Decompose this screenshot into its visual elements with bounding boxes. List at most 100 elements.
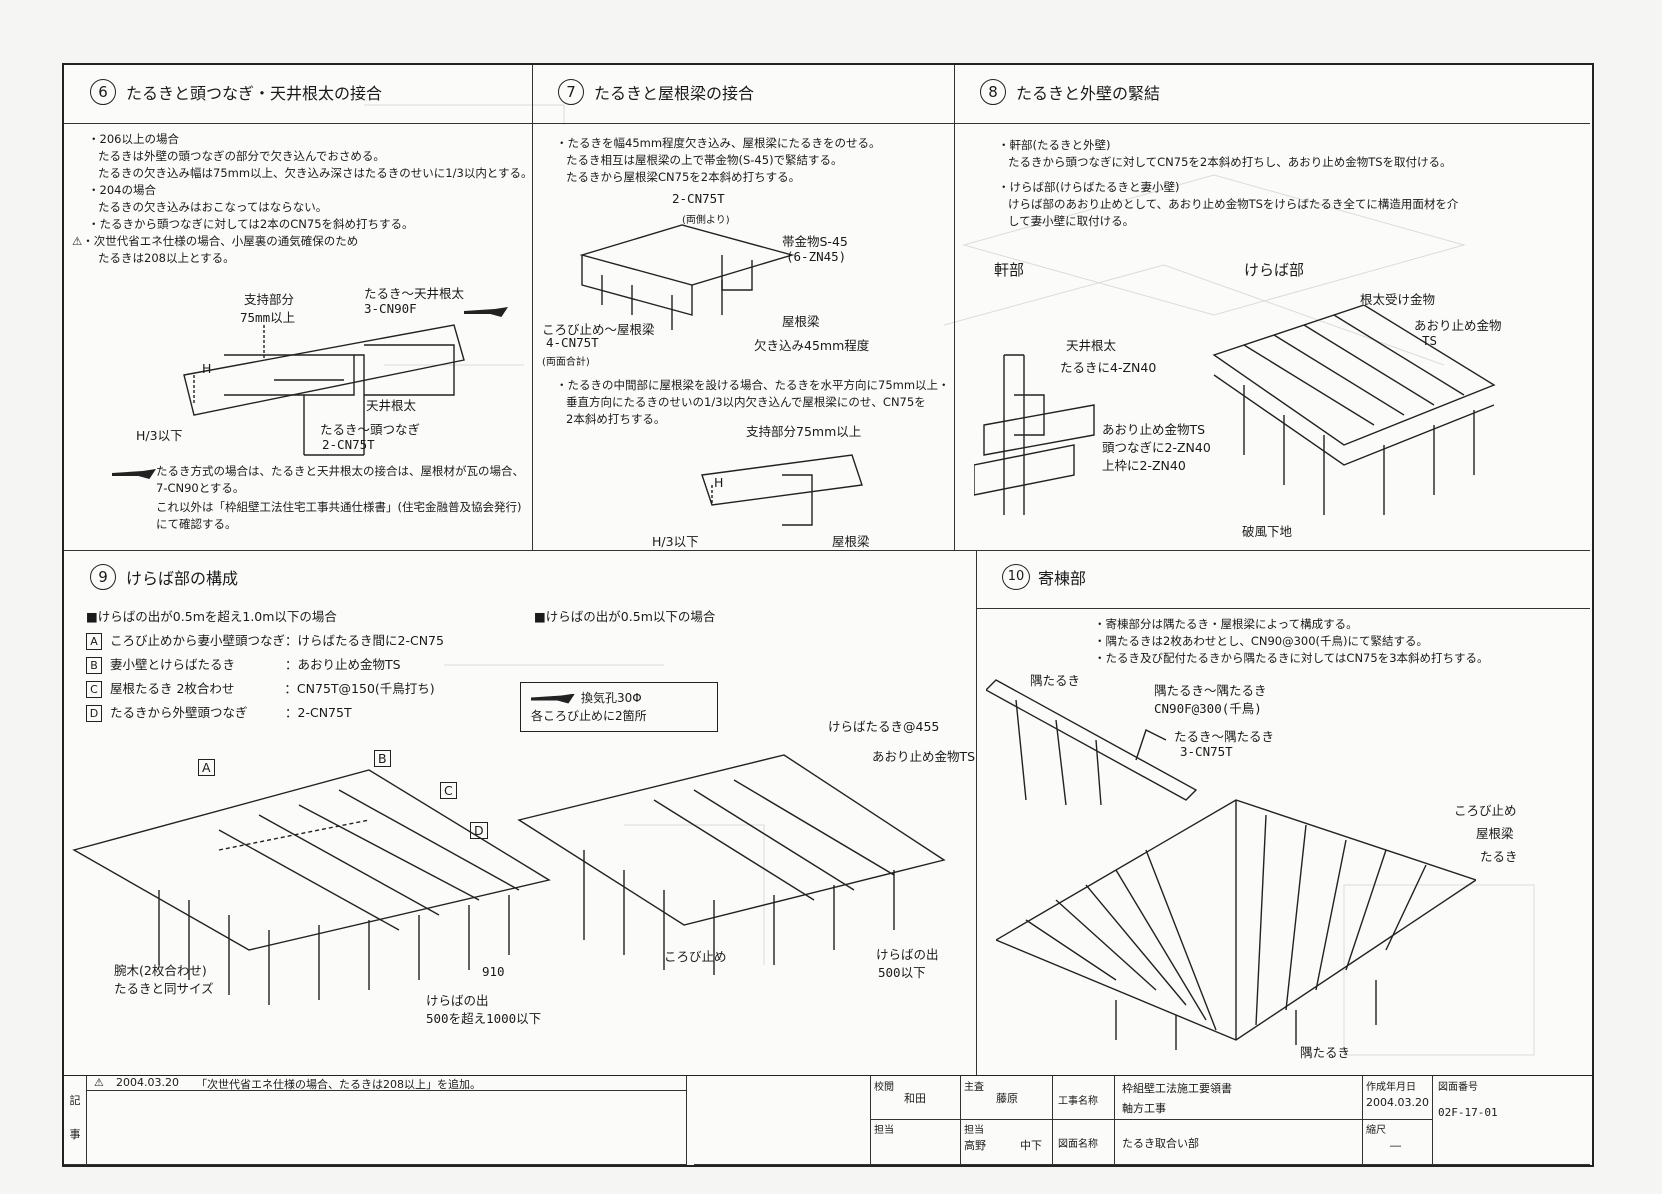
- revision-row: ⚠ 2004.03.20 「次世代省エネ仕様の場合、たるきは208以上」を追加。: [86, 1076, 687, 1091]
- label: H: [714, 475, 724, 490]
- spec-line: して妻小壁に取付ける。: [1008, 214, 1135, 228]
- revision-blank-rows: [86, 1090, 687, 1165]
- value: 高野: [964, 1139, 986, 1152]
- callout-tag: D: [470, 822, 488, 839]
- spec-line: たるきは208以上とする。: [98, 251, 235, 265]
- label: 記: [69, 1094, 81, 1107]
- spec-line: けらば部のあおり止めとして、あおり止め金物TSをけらばたるき全てに構造用面材を介: [1008, 197, 1459, 211]
- project-cell: 枠組壁工法施工要領書 軸方工事: [1114, 1076, 1363, 1120]
- spec-line: ・隅たるきは2枚あわせとし、CN90@300(千鳥)にて緊結する。: [1094, 634, 1429, 648]
- remarks-label: 記 事: [64, 1076, 87, 1165]
- label: あおり止め金物TS: [872, 749, 976, 764]
- section-8: 8 たるきと外壁の緊結 ・軒部(たるきと外壁) たるきから頭つなぎに対してCN7…: [954, 65, 1590, 551]
- label: 帯金物S-45: [782, 234, 848, 249]
- note-line: これ以外は「枠組壁工法住宅工事共通仕様書」(住宅金融普及協会発行): [156, 500, 522, 514]
- label: 縮尺: [1366, 1125, 1386, 1136]
- label: ころび止め: [664, 949, 727, 964]
- section-title: けらば部の構成: [126, 569, 239, 588]
- spec-line: たるきは外壁の頭つなぎの部分で欠き込んでおさめる。: [98, 149, 385, 163]
- label: 校閲: [874, 1082, 894, 1093]
- label: (両側より): [682, 215, 730, 226]
- label: ころび止め: [1454, 803, 1517, 818]
- label: 事: [69, 1128, 81, 1141]
- dimension: 910: [482, 964, 505, 979]
- section-number: 10: [1002, 564, 1030, 590]
- section-title: 寄棟部: [1038, 569, 1087, 588]
- callout-tag: A: [198, 759, 215, 776]
- label: たるき〜頭つなぎ: [320, 422, 421, 437]
- label: あおり止め金物TS: [1102, 422, 1206, 437]
- label: たるき: [1480, 849, 1518, 864]
- hip-detail-drawing: [986, 679, 1198, 806]
- label: 頭つなぎに2-ZN40: [1102, 440, 1211, 455]
- case-heading: ■けらばの出が0.5m以下の場合: [534, 609, 716, 624]
- value: 2004.03.20: [1366, 1096, 1429, 1109]
- label: 図面番号: [1438, 1082, 1478, 1093]
- label: けらばの出: [876, 947, 939, 962]
- title-block: 記 事 ⚠ 2004.03.20 「次世代省エネ仕様の場合、たるきは208以上」…: [64, 1075, 1592, 1166]
- label: TS: [1422, 333, 1438, 348]
- label: 3-CN75T: [1180, 744, 1233, 759]
- spec-line: ・たるきから頭つなぎに対しては2本のCN75を斜め打ちする。: [88, 217, 414, 231]
- spec-line: ・寄棟部分は隅たるき・屋根梁によって構成する。: [1094, 617, 1358, 631]
- vent-note: 換気孔30Φ 各ころび止めに2箇所: [520, 682, 718, 732]
- verge-small-overhang-drawing: [517, 754, 946, 975]
- label: 破風下地: [1242, 524, 1293, 539]
- label: 2-CN75T: [322, 437, 375, 452]
- label: 屋根梁: [782, 314, 820, 329]
- section-7: 7 たるきと屋根梁の接合 ・たるきを幅45mm程度欠き込み、屋根梁にたるきをのせ…: [532, 65, 955, 551]
- section-number: 9: [90, 564, 116, 590]
- label: 隅たるき: [1300, 1045, 1351, 1060]
- spec-line-warning: ⚠・次世代省エネ仕様の場合、小屋裏の通気確保のため: [72, 234, 359, 248]
- value: 中下: [1020, 1139, 1042, 1152]
- label: 4-CN75T: [546, 335, 599, 350]
- spec-line: 2本斜め打ちする。: [566, 412, 666, 426]
- label: たるき〜天井根太: [364, 286, 465, 301]
- label: たるき〜隅たるき: [1174, 729, 1275, 744]
- section-10: 10 寄棟部 ・寄棟部分は隅たるき・屋根梁によって構成する。 ・隅たるきは2枚あ…: [976, 550, 1590, 1076]
- mid-beam-drawing: [701, 454, 863, 526]
- rafter-detail-drawing: [183, 324, 465, 456]
- label: 天井根太: [1066, 338, 1117, 353]
- drawing-cell: たるき取合い部: [1114, 1119, 1363, 1165]
- label: たるきに4-ZN40: [1060, 360, 1157, 375]
- label: 作成年月日: [1366, 1082, 1416, 1093]
- drawing-number-cell: 図面番号 02F-17-01: [1432, 1076, 1590, 1165]
- label: けらばたるき@455: [828, 719, 940, 734]
- value: たるき取合い部: [1122, 1137, 1199, 1150]
- label: 腕木(2枚合わせ): [114, 963, 207, 978]
- value: 枠組壁工法施工要領書: [1122, 1082, 1232, 1095]
- label: 根太受け金物: [1360, 292, 1436, 307]
- revision-date: 2004.03.20: [116, 1076, 179, 1089]
- legend-text: ころび止めから妻小壁頭つなぎ：けらばたるき間に2-CN75: [110, 633, 444, 648]
- callout-tag: B: [374, 750, 391, 767]
- label: 支持部分75mm以上: [746, 424, 862, 439]
- spec-line: たるきから頭つなぎに対してCN75を2本斜め打ちし、あおり止め金物TSを取付ける…: [1008, 155, 1452, 169]
- label: 各ころび止めに2箇所: [531, 709, 647, 723]
- spec-line: 垂直方向にたるきのせいの1/3以内欠き込んで屋根梁にのせ、CN75を: [566, 395, 926, 409]
- section-6: 6 たるきと頭つなぎ・天井根太の接合 ・206以上の場合 たるきは外壁の頭つなぎ…: [64, 65, 533, 551]
- case-heading: ■けらばの出が0.5mを超え1.0m以下の場合: [86, 609, 337, 624]
- label: H: [202, 361, 212, 376]
- label: 隅たるき〜隅たるき: [1154, 683, 1267, 698]
- section-6-header: 6 たるきと頭つなぎ・天井根太の接合: [64, 65, 532, 124]
- label: けらばの出: [426, 993, 489, 1008]
- main-cell: 主査 藤原: [960, 1076, 1053, 1120]
- note-line: たるき方式の場合は、たるきと天井根太の接合は、屋根材が瓦の場合、: [156, 464, 524, 478]
- spec-line: たるきの欠き込みはおこなってはならない。: [98, 200, 328, 214]
- label: H/3以下: [136, 428, 183, 443]
- scale-cell: 縮尺 ―: [1362, 1119, 1433, 1165]
- label: ころび止め〜屋根梁: [542, 322, 655, 337]
- roof-beam-drawing: [579, 224, 795, 330]
- label: (6-ZN45): [786, 249, 847, 264]
- label: CN90F@300(千鳥): [1154, 701, 1262, 716]
- section-title: たるきと外壁の緊結: [1016, 84, 1161, 103]
- legend-key: B: [86, 657, 102, 674]
- tantou2-cell: 担当 高野 中下: [960, 1119, 1053, 1165]
- section-number: 6: [90, 79, 116, 105]
